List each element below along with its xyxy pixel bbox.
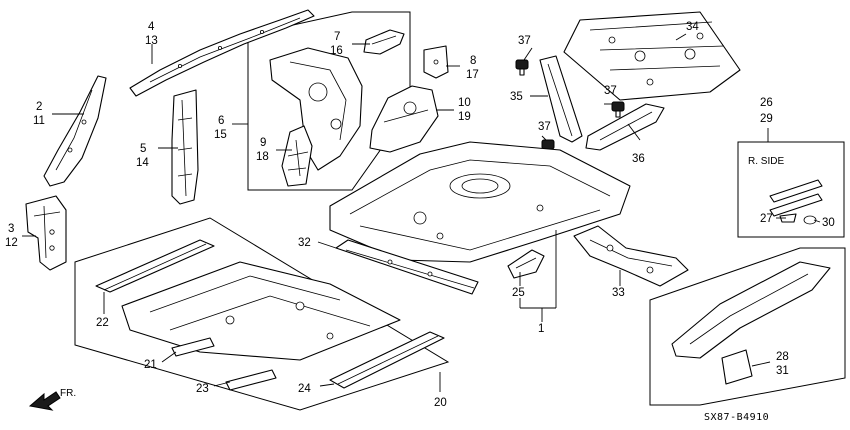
left-side-sill-part [95,239,215,293]
callout-29: 29 [760,113,773,125]
callout-20: 20 [434,397,447,409]
rear-frame-part [573,225,689,287]
callout-14: 14 [136,157,149,169]
callout-9: 9 [260,137,266,149]
front-floor-part [121,261,401,361]
upper-bracket-part [363,29,405,55]
gusset-part [423,45,449,79]
callout-34: 34 [686,21,699,33]
callout-31: 31 [776,365,789,377]
r-side-rails [769,179,823,217]
shelf-brace-part [585,103,665,151]
callout-32: 32 [298,237,311,249]
callout-6: 6 [218,115,224,127]
callout-11: 11 [33,115,45,127]
callout-17: 17 [466,69,479,81]
bolt-part [515,59,625,156]
callout-35: 35 [510,91,523,103]
callout-37-top: 37 [518,35,531,47]
rear-side-frame-part [671,261,831,359]
callout-16: 16 [330,45,343,57]
r-side-clips [779,213,817,225]
callout-26: 26 [760,97,773,109]
callout-12: 12 [5,237,18,249]
callout-36: 36 [632,153,645,165]
r-side-inset-box [737,141,845,238]
rear-floor-part [329,141,631,263]
callout-22: 22 [96,317,109,329]
callout-37-middle: 37 [604,85,617,97]
callout-23: 23 [196,383,209,395]
wheelhouse-ext-part [281,125,313,187]
front-pillar-part [43,75,107,187]
callout-10: 10 [458,97,471,109]
callout-21: 21 [144,359,157,371]
callout-30: 30 [822,217,835,229]
callout-15: 15 [214,129,227,141]
rear-inner-panel-part [369,85,439,153]
rear-bracket-part [507,249,545,279]
r-side-label: R. SIDE [748,156,784,167]
wheelhouse-part [269,47,363,171]
callout-3: 3 [8,223,14,235]
lower-pillar-part [25,195,67,271]
callout-37-lower: 37 [538,121,551,133]
front-direction-arrow-icon [28,391,61,411]
callout-25: 25 [512,287,525,299]
callout-24: 24 [298,383,311,395]
callout-19: 19 [458,111,471,123]
right-side-sill-part [329,331,445,389]
callout-27: 27 [760,213,773,225]
crossmember-part [335,239,479,295]
front-direction-label: FR. [60,388,76,399]
center-pillar-part [171,89,199,205]
callout-4: 4 [148,21,155,33]
rear-brace-part [539,55,583,143]
diagram-code: SX87-B4910 [704,412,769,423]
floor-crossmember-part [171,337,277,391]
leader-lines [22,33,821,392]
callout-18: 18 [256,151,269,163]
rear-frame-group-box [649,247,846,406]
callout-5: 5 [140,143,146,155]
roof-rail-part [129,9,315,97]
callout-2: 2 [36,101,42,113]
rear-shelf-part [563,11,741,101]
callout-7: 7 [334,31,340,43]
callout-labels: 2 11 3 12 4 13 5 14 6 15 9 18 7 16 8 17 … [5,21,835,409]
callout-1: 1 [538,323,544,335]
callout-28: 28 [776,351,789,363]
floor-group-box [74,217,450,411]
callout-13: 13 [145,35,158,47]
frame-extension-part [721,349,753,385]
callout-8: 8 [470,55,476,67]
callout-33: 33 [612,287,625,299]
